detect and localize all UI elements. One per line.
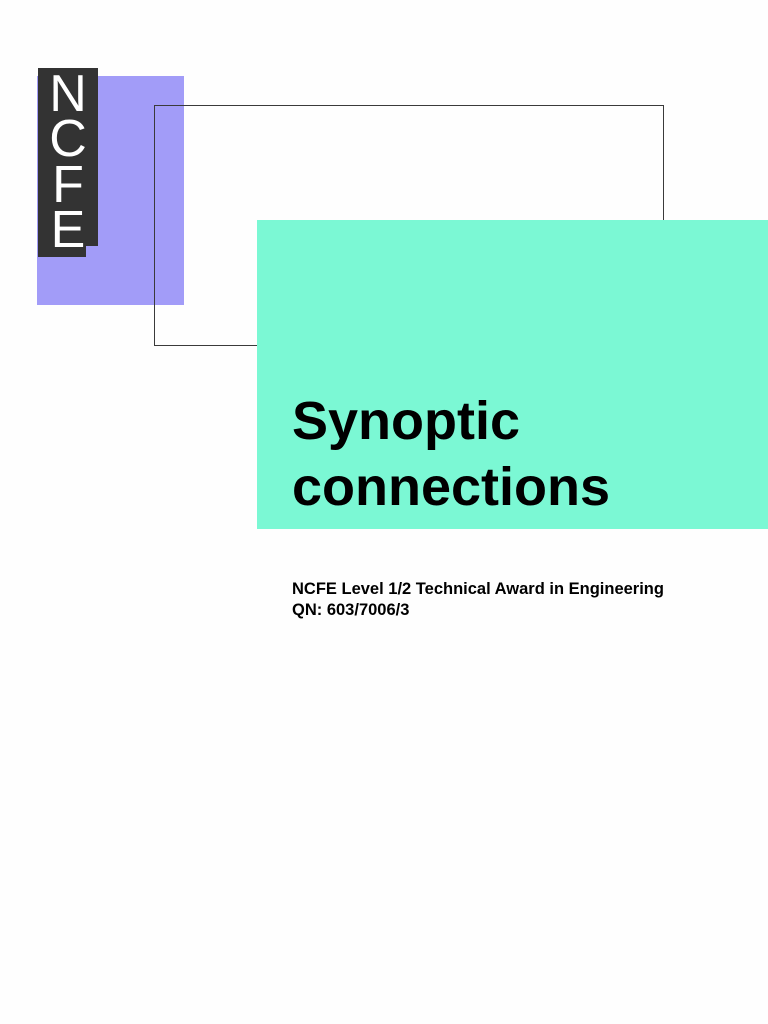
logo-letter-n: N <box>49 65 87 123</box>
qualification-info: NCFE Level 1/2 Technical Award in Engine… <box>292 579 752 621</box>
green-title-block <box>257 220 768 529</box>
title-line-2: connections <box>292 457 611 517</box>
ncfe-logo-letters: N C F E <box>38 65 98 259</box>
ncfe-logo <box>38 68 98 257</box>
document-title: Synoptic connections <box>292 388 752 520</box>
qualification-number: QN: 603/7006/3 <box>292 601 410 619</box>
qualification-name: NCFE Level 1/2 Technical Award in Engine… <box>292 580 664 598</box>
logo-letter-c: C <box>49 110 87 169</box>
logo-letter-e: E <box>50 200 86 259</box>
logo-letter-f: F <box>52 155 84 214</box>
logo-notch <box>86 246 98 257</box>
title-line-1: Synoptic <box>292 391 521 451</box>
